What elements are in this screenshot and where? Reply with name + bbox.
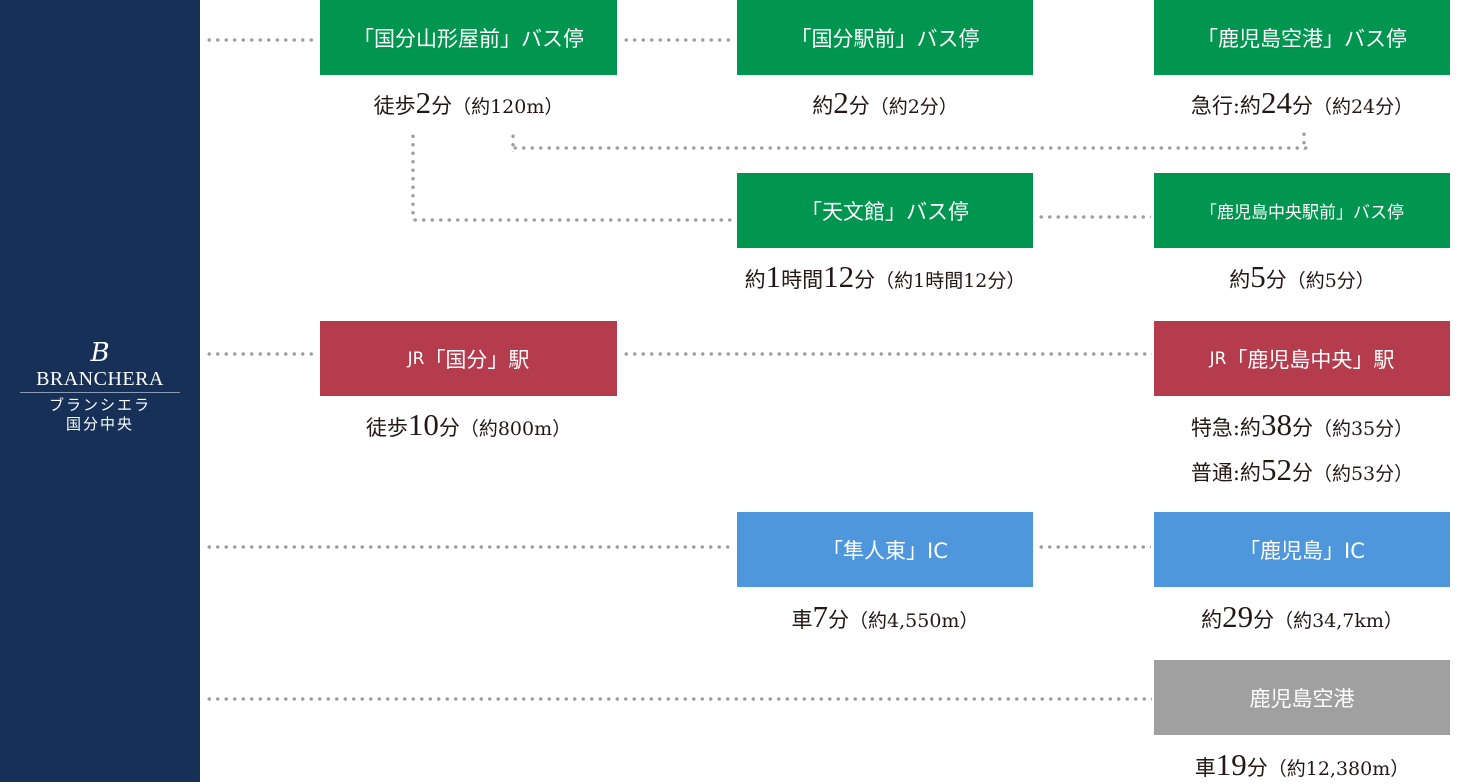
time-unit: 分: [431, 94, 453, 118]
time-value: 19: [1215, 747, 1247, 782]
time-value-hours: 1: [765, 259, 782, 294]
time-prefix: 急行:約: [1190, 94, 1261, 118]
time-value-minutes: 12: [823, 259, 855, 294]
time-kagoshima-chuo-ekimae: 約5分（約5分）: [1154, 259, 1450, 296]
brand-area: 国分中央: [65, 415, 134, 433]
time-note: （約34,7km）: [1274, 610, 1403, 632]
node-label: 「国分山形屋前」バス停: [353, 26, 584, 51]
logo-divider: [20, 392, 180, 393]
node-kagoshima-chuo-ekimae-bus-stop: 「鹿児島中央駅前」バス停: [1154, 173, 1450, 248]
time-unit: 分: [1265, 268, 1287, 292]
node-label: 「隼人東」IC: [822, 538, 948, 563]
time-unit: 分: [1253, 608, 1275, 632]
brand-kana: ブランシエラ: [48, 396, 151, 414]
node-label: 「国分」駅: [424, 347, 530, 372]
time-unit: 分: [438, 416, 460, 440]
time-note: （約35分）: [1312, 418, 1414, 440]
time-kokubu-yamagataya: 徒歩2分（約120m）: [320, 85, 617, 122]
node-kokubu-ekimae-bus-stop: 「国分駅前」バス停: [737, 0, 1033, 75]
brand-name: BRANCHERA: [36, 368, 164, 390]
jr-prefix: JR: [407, 348, 425, 369]
jr-prefix: JR: [1209, 348, 1227, 369]
time-jr-kokubu: 徒歩10分（約800m）: [320, 407, 617, 444]
node-tenmonkan-bus-stop: 「天文館」バス停: [737, 173, 1033, 248]
time-unit: 分: [1291, 416, 1313, 440]
time-jr-kagoshima-chuo-local: 普通:約52分（約53分）: [1154, 452, 1450, 489]
time-unit: 分: [854, 268, 876, 292]
time-tenmonkan: 約1時間12分（約1時間12分）: [680, 259, 1090, 296]
time-prefix: 約: [1201, 608, 1223, 632]
node-jr-kagoshima-chuo-station: JR「鹿児島中央」駅: [1154, 321, 1450, 396]
time-hayato-higashi-ic: 車7分（約4,550m）: [737, 599, 1033, 636]
node-label: 「鹿児島中央」駅: [1226, 347, 1395, 372]
time-note: （約53分）: [1312, 463, 1414, 485]
time-unit: 分: [828, 608, 850, 632]
time-note: （約2分）: [869, 96, 958, 118]
connector-start-to-jr-kokubu: [205, 352, 317, 356]
connector-tenmonkan-to-chuo-ekimae: [1037, 215, 1151, 219]
time-kagoshima-ic: 約29分（約34,7km）: [1154, 599, 1450, 636]
time-prefix: 車: [1194, 756, 1216, 780]
node-label: 「鹿児島空港」バス停: [1197, 26, 1407, 51]
time-value: 5: [1250, 259, 1266, 294]
node-kagoshima-ic: 「鹿児島」IC: [1154, 512, 1450, 587]
time-note: （約800m）: [459, 418, 572, 440]
connector-start-to-yamagataya: [205, 38, 317, 42]
node-label: 「鹿児島中央駅前」バス停: [1200, 203, 1404, 223]
time-prefix: 約: [1229, 268, 1251, 292]
connector-start-to-hayato-ic: [205, 545, 733, 549]
time-note: （約4,550m）: [849, 610, 979, 632]
connector-yamagataya-to-ekimae: [622, 38, 734, 42]
time-value: 2: [415, 85, 432, 120]
node-label: 「国分駅前」バス停: [790, 26, 980, 51]
time-prefix: 特急:約: [1190, 416, 1261, 440]
connector-hayato-to-kagoshima-ic: [1037, 545, 1151, 549]
logo-mark-icon: B: [90, 338, 110, 368]
connector-ekimae-to-airport-bus: [511, 146, 1308, 150]
connector-start-to-airport: [205, 697, 1152, 701]
time-value: 38: [1260, 407, 1292, 442]
time-unit: 分: [848, 94, 870, 118]
node-label: 「鹿児島」IC: [1239, 538, 1365, 563]
node-jr-kokubu-station: JR「国分」駅: [320, 321, 617, 396]
connector-ekimae-down: [511, 132, 515, 152]
time-note: （約24分）: [1312, 96, 1414, 118]
time-value: 10: [407, 407, 439, 442]
time-note: （約5分）: [1286, 270, 1375, 292]
time-prefix: 約: [744, 268, 766, 292]
time-prefix: 徒歩: [365, 416, 408, 440]
node-kagoshima-airport: 鹿児島空港: [1154, 660, 1450, 735]
node-label: 鹿児島空港: [1249, 686, 1355, 711]
time-value: 7: [812, 599, 829, 634]
time-unit: 分: [1246, 756, 1268, 780]
connector-jr-kokubu-to-chuo: [622, 352, 1152, 356]
time-unit: 分: [1291, 94, 1313, 118]
connector-to-tenmonkan: [411, 218, 736, 222]
time-note: （約12,380m）: [1267, 758, 1410, 780]
time-prefix: 徒歩: [373, 94, 416, 118]
time-kagoshima-airport: 車19分（約12,380m）: [1154, 747, 1450, 784]
connector-yamagataya-down: [411, 132, 415, 220]
time-kagoshima-airport-bus: 急行:約24分（約24分）: [1154, 85, 1450, 122]
time-value: 52: [1260, 452, 1292, 487]
node-label: 「天文館」バス停: [801, 199, 969, 224]
time-value: 2: [833, 85, 849, 120]
node-hayato-higashi-ic: 「隼人東」IC: [737, 512, 1033, 587]
time-prefix: 普通:約: [1190, 461, 1261, 485]
time-value: 29: [1222, 599, 1254, 634]
sidebar-panel: B BRANCHERA ブランシエラ 国分中央: [0, 0, 200, 782]
time-kokubu-ekimae: 約2分（約2分）: [737, 85, 1033, 122]
time-note: （約1時間12分）: [875, 270, 1026, 292]
time-prefix: 車: [791, 608, 813, 632]
connector-airport-bus-up: [1302, 130, 1306, 150]
time-jr-kagoshima-chuo-limited-express: 特急:約38分（約35分）: [1154, 407, 1450, 444]
node-kagoshima-airport-bus-stop: 「鹿児島空港」バス停: [1154, 0, 1450, 75]
node-kokubu-yamagataya-bus-stop: 「国分山形屋前」バス停: [320, 0, 617, 75]
time-mid: 時間: [781, 268, 824, 292]
time-note: （約120m）: [452, 96, 564, 118]
time-value: 24: [1260, 85, 1292, 120]
time-prefix: 約: [812, 94, 834, 118]
time-unit: 分: [1291, 461, 1313, 485]
branchera-logo: B BRANCHERA ブランシエラ 国分中央: [0, 340, 200, 434]
